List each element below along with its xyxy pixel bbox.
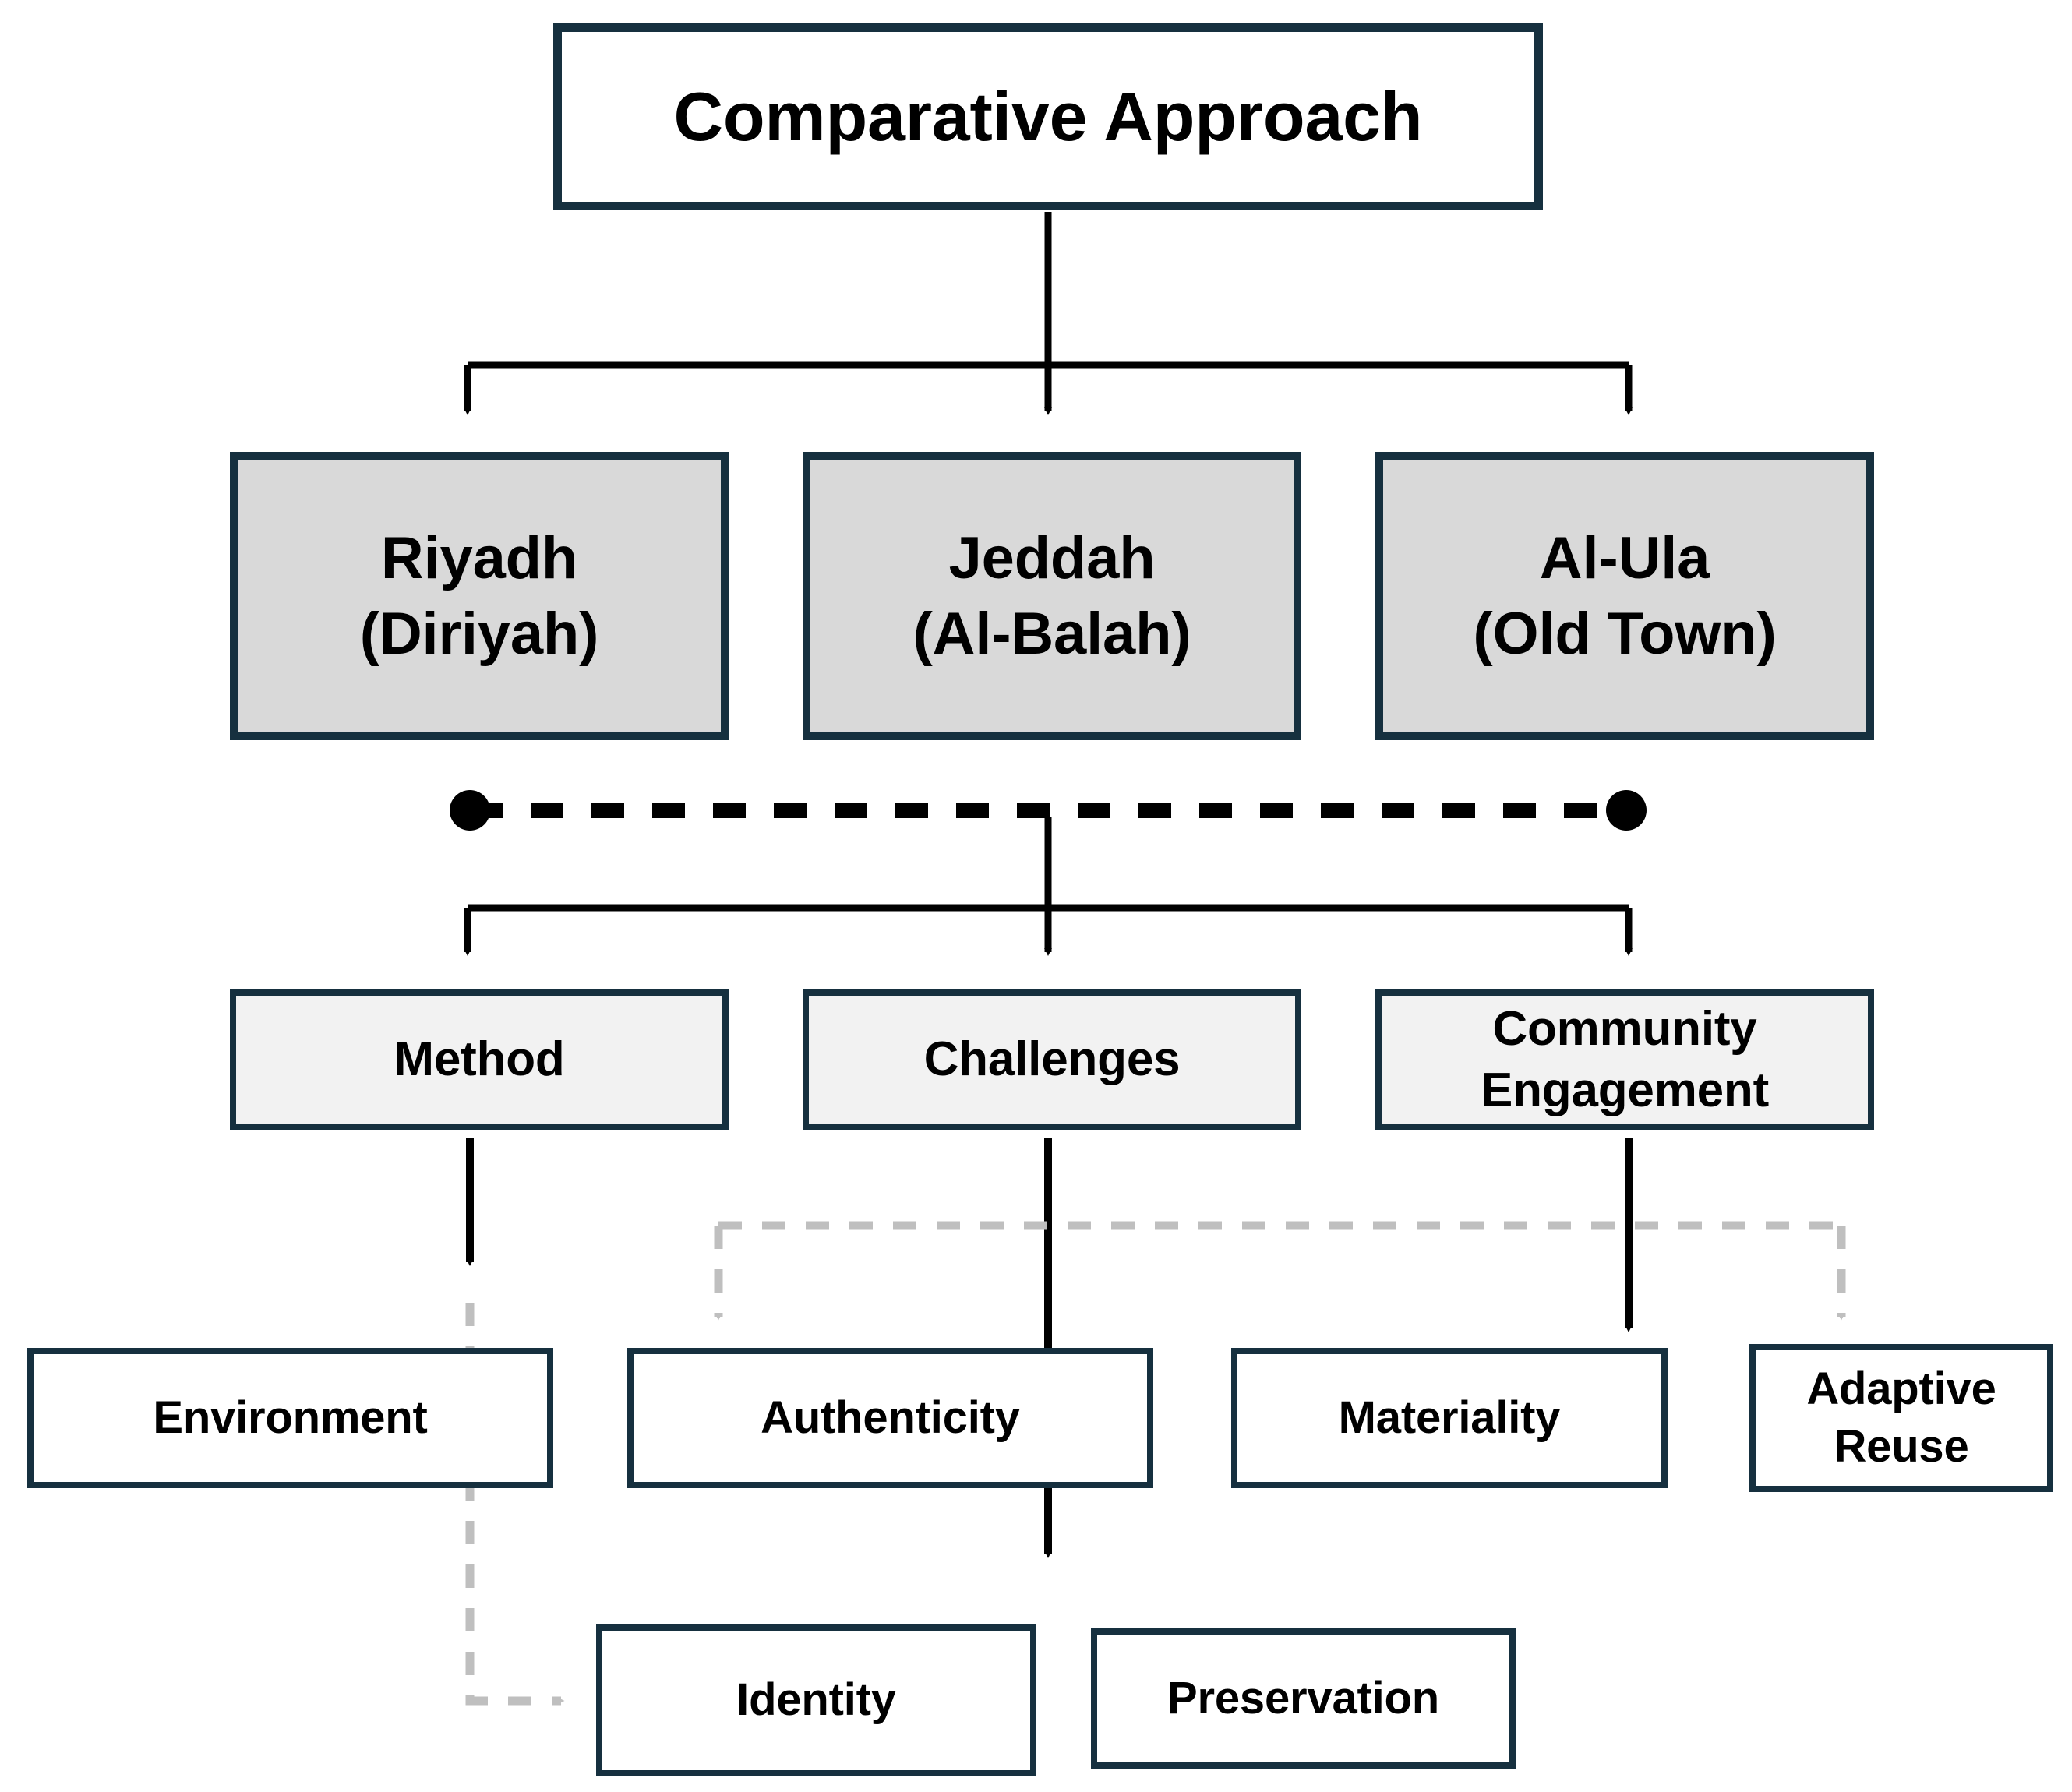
- label-line-1: Preservation: [1167, 1672, 1439, 1723]
- label-line-1: Materiality: [1338, 1392, 1561, 1443]
- node-authenticity[interactable]: Authenticity: [627, 1348, 1153, 1488]
- node-label-riyadh: Riyadh (Diriyah): [238, 520, 721, 672]
- node-al-ula-old-town[interactable]: Al-Ula (Old Town): [1375, 452, 1874, 740]
- node-method[interactable]: Method: [230, 989, 729, 1130]
- label-line-1: Environment: [153, 1392, 428, 1443]
- comparison-dashed-bar: [450, 790, 1647, 831]
- label-line-1: Authenticity: [761, 1392, 1020, 1443]
- label-line-2: (Old Town): [1473, 601, 1777, 667]
- node-preservation[interactable]: Preservation: [1091, 1628, 1516, 1769]
- connector-bar-to-themes: [468, 817, 1629, 912]
- node-label-preservation: Preservation: [1097, 1670, 1509, 1727]
- label-line-2: (Diriyah): [359, 601, 599, 667]
- node-identity[interactable]: Identity: [596, 1624, 1036, 1776]
- connector-root-fork-arrows: [464, 365, 1633, 415]
- node-challenges[interactable]: Challenges: [803, 989, 1301, 1130]
- label-line-1: Challenges: [923, 1032, 1181, 1087]
- label-line-1: Identity: [736, 1674, 896, 1726]
- node-materiality[interactable]: Materiality: [1231, 1348, 1668, 1488]
- node-label-jeddah: Jeddah (Al-Balah): [810, 520, 1294, 672]
- node-label-community: Community Engagement: [1382, 998, 1868, 1122]
- label-line-1: Jeddah: [948, 524, 1156, 591]
- node-label-challenges: Challenges: [809, 1028, 1295, 1090]
- node-label-adaptive-reuse: Adaptive Reuse: [1756, 1360, 2047, 1476]
- node-riyadh-diriyah[interactable]: Riyadh (Diriyah): [230, 452, 729, 740]
- node-adaptive-reuse[interactable]: Adaptive Reuse: [1749, 1344, 2053, 1492]
- node-label-method: Method: [236, 1028, 722, 1090]
- label-line-2: Reuse: [1834, 1421, 1969, 1472]
- label-line-1: Method: [394, 1032, 565, 1087]
- node-comparative-approach[interactable]: Comparative Approach: [553, 23, 1543, 210]
- label-line-1: Adaptive: [1806, 1363, 1996, 1414]
- label-line-1: Community: [1492, 1001, 1757, 1056]
- node-label-materiality: Materiality: [1237, 1389, 1661, 1447]
- label-line-1: Al-Ula: [1539, 524, 1710, 591]
- connector-theme-fork-arrows: [464, 908, 1633, 956]
- label-line-2: (Al-Balah): [912, 601, 1191, 667]
- node-label-identity: Identity: [602, 1671, 1030, 1729]
- label-line-2: Engagement: [1480, 1064, 1770, 1117]
- label-line-1: Riyadh: [380, 524, 578, 591]
- connector-dashed-fork-arrows: [714, 1226, 1846, 1321]
- node-label-root: Comparative Approach: [673, 77, 1423, 155]
- node-label-authenticity: Authenticity: [634, 1389, 1147, 1447]
- node-community-engagement[interactable]: Community Engagement: [1375, 989, 1874, 1130]
- node-environment[interactable]: Environment: [27, 1348, 553, 1488]
- connector-root-to-fork: [468, 212, 1629, 369]
- node-jeddah-al-balah[interactable]: Jeddah (Al-Balah): [803, 452, 1301, 740]
- node-label-environment: Environment: [34, 1389, 547, 1447]
- node-label-alula: Al-Ula (Old Town): [1383, 520, 1866, 672]
